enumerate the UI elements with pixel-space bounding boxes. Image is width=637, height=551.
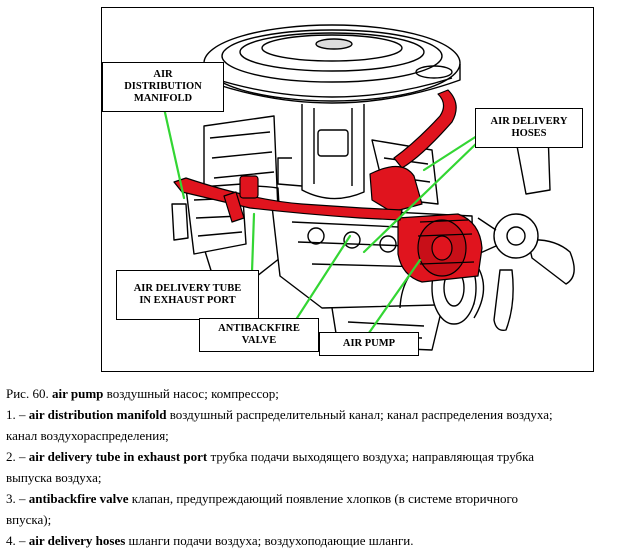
leader-valve xyxy=(286,234,352,334)
leader-hoses-2 xyxy=(362,138,482,254)
label-air-pump: AIR PUMP xyxy=(319,332,419,356)
carburetor xyxy=(277,104,365,200)
leader-pump xyxy=(362,258,422,342)
label-air-delivery-hoses: AIR DELIVERY HOSES xyxy=(475,108,583,148)
caption-line-1: 1. – air distribution manifold воздушный… xyxy=(6,407,553,422)
leader-manifold xyxy=(162,106,186,200)
antibackfire-valve-part xyxy=(239,175,259,199)
caption-line-2b: выпуска воздуха; xyxy=(6,470,102,485)
caption-line-1b: канал воздухораспределения; xyxy=(6,428,169,443)
air-delivery-hose xyxy=(393,89,457,169)
leader-hoses-1 xyxy=(422,132,482,172)
engine-figure: AIR DISTRIBUTION MANIFOLD AIR DELIVERY H… xyxy=(101,7,594,372)
caption-line-4: 4. – air delivery hoses шланги подачи во… xyxy=(6,533,414,548)
cooling-fan xyxy=(477,123,575,331)
engine-illustration xyxy=(162,24,575,351)
air-cleaner xyxy=(203,24,461,104)
caption-line-3: 3. – antibackfire valve клапан, предупре… xyxy=(6,491,519,506)
leader-tube xyxy=(250,212,256,274)
air-delivery-hose-2 xyxy=(369,165,423,213)
caption-line-0: Рис. 60. air pump воздушный насос; компр… xyxy=(6,386,279,401)
label-antibackfire-valve: ANTIBACKFIRE VALVE xyxy=(199,318,319,352)
label-air-distribution-manifold: AIR DISTRIBUTION MANIFOLD xyxy=(102,62,224,112)
caption-line-2: 2. – air delivery tube in exhaust port т… xyxy=(6,449,535,464)
air-delivery-tube-part xyxy=(223,191,245,223)
figure-caption: Рис. 60. air pump воздушный насос; компр… xyxy=(6,383,634,551)
label-air-delivery-tube: AIR DELIVERY TUBE IN EXHAUST PORT xyxy=(116,270,259,320)
